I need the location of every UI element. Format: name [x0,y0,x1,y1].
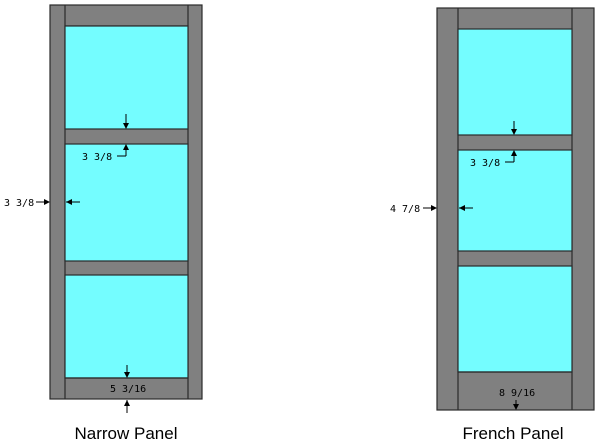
french-glass-pane-top [457,28,573,136]
narrow-rail-dimension: 3 3/8 [82,114,129,163]
french-bottom-rail-dimension: 8 9/16 [499,388,535,410]
french-rail-dimension: 3 3/8 [470,121,517,169]
french-stile-dimension: 4 7/8 [390,204,473,215]
narrow-glass-pane-middle [64,143,189,262]
narrow-bottom-rail-dimension-label: 5 3/16 [110,384,146,395]
narrow-panel-caption: Narrow Panel [75,424,178,443]
french-bottom-rail-dimension-label: 8 9/16 [499,388,535,399]
narrow-rail-dimension-label: 3 3/8 [82,152,112,163]
french-rail-dimension-label: 3 3/8 [470,158,500,169]
french-panel-caption: French Panel [462,424,563,443]
narrow-stile-dimension-label: 3 3/8 [4,198,34,209]
french-panel: 3 3/8 4 7/8 8 9/16 French Panel [390,7,595,443]
narrow-stile-dimension: 3 3/8 [4,198,80,209]
french-glass-pane-middle [457,149,573,252]
narrow-bottom-rail-dimension: 5 3/16 [110,365,146,413]
narrow-panel: 3 3/8 3 3/8 5 3/16 Narrow Panel [4,4,203,443]
french-glass-pane-bottom [457,265,573,373]
narrow-glass-pane-top [64,25,189,130]
narrow-glass-pane-bottom [64,274,189,379]
french-stile-dimension-label: 4 7/8 [390,204,420,215]
